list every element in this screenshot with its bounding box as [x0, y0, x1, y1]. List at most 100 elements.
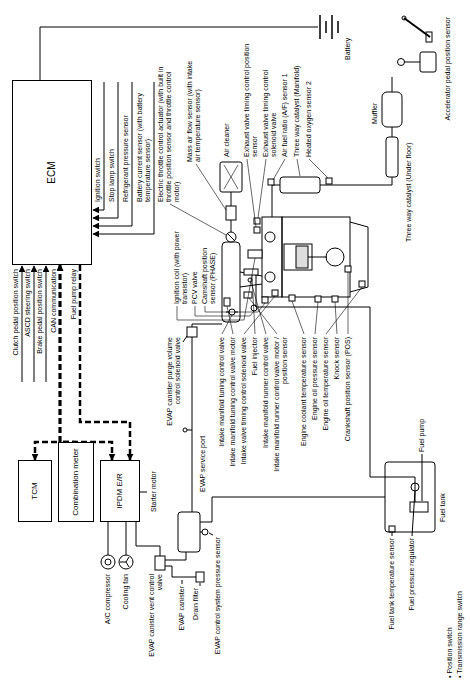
accelerator-pedal-part [402, 16, 406, 20]
part-label: Three way catalyst (Under floor) [405, 112, 413, 242]
leader-lines-part [297, 159, 300, 176]
engine-illustration-part [272, 290, 278, 296]
leader-lines-part [292, 301, 304, 334]
part-label: Brake pedal position switch [36, 269, 44, 382]
engine-illustration-part [332, 296, 338, 302]
fuel-system-part [411, 483, 419, 491]
part-label: EVAP service port [199, 422, 207, 492]
leader-lines-part [222, 315, 232, 334]
input-signal-wires-part [46, 266, 47, 382]
evap-canister-group-part [183, 336, 187, 342]
engine-illustration-part [220, 162, 242, 192]
ipdm-box: IPDM E/R [100, 460, 140, 522]
evap-canister-group-part [200, 497, 385, 522]
engine-illustration-part [320, 177, 392, 185]
engine-illustration-part [265, 272, 275, 282]
leader-lines-part [170, 204, 226, 235]
part-label: ASCD steering switch [24, 269, 32, 382]
evap-canister-group-part [182, 580, 200, 586]
evap-canister-group-part [196, 572, 204, 582]
part-label: Crankshaft position sensor (POS) [344, 337, 352, 487]
part-label: A/C compressor [104, 574, 112, 662]
engine-illustration-part [224, 165, 238, 189]
input-signal-wires-part [93, 82, 132, 226]
part-label: EVAP canister purge volume control solen… [166, 337, 182, 447]
part-label: EVAP control system pressure sensor [214, 537, 222, 672]
leader-lines-part [227, 306, 233, 334]
part-label: Fuel pressure regulator [408, 538, 416, 678]
engine-illustration-part [280, 177, 320, 193]
part-label: EVAP canister vent control valve [148, 574, 164, 672]
part-label: Cooling fan [122, 574, 130, 662]
part-label: • Transmission range switch [456, 538, 464, 678]
leader-lines-part [195, 306, 254, 316]
engine-illustration-part [227, 233, 235, 241]
engine-illustration-part [222, 242, 240, 322]
part-label: Camshaft position sensor (PHASE) [201, 234, 217, 304]
part-label: Drain filter [192, 588, 200, 662]
engine-illustration-part [248, 250, 262, 258]
engine-illustration-part [289, 295, 295, 301]
part-label: Fuel pump [418, 402, 426, 452]
evap-canister-group-part [187, 430, 192, 431]
part-label: Electric throttle control actuator (with… [157, 62, 181, 202]
engine-illustration-part [308, 257, 327, 258]
part-label: • Position switch [446, 538, 454, 678]
shift-lever-part [420, 52, 436, 72]
part-label: PCV valve [191, 244, 199, 304]
part-label: Muffler [371, 84, 379, 124]
leader-lines-part [247, 159, 256, 227]
shift-lever-part [404, 62, 420, 63]
part-label: Refrigerant pressure sensor [122, 82, 130, 202]
ipdm-output-wires-part [108, 522, 109, 555]
ac-compressor-icon-part [105, 559, 111, 565]
engine-illustration-part [392, 77, 393, 92]
battery-symbol-part [320, 15, 338, 39]
leader-lines-part [251, 282, 266, 334]
accelerator-pedal [402, 16, 432, 42]
evap-canister-group-part [187, 327, 197, 337]
part-label: Starter motor [150, 452, 158, 512]
leader-lines-part [335, 302, 337, 334]
evap-canister-group-part [192, 324, 222, 512]
part-label: Fuel pump relay [70, 269, 78, 382]
part-label: Intake valve timing control solenoid val… [240, 337, 248, 487]
input-signal-wires-part [34, 266, 35, 382]
fuel-system-part [392, 454, 422, 536]
signal-connector [60, 265, 112, 460]
part-label: Air cleaner [223, 97, 231, 157]
leader-lines-part [326, 287, 362, 334]
evap-canister-group-part [200, 532, 213, 535]
input-signal-wires-part [93, 82, 154, 234]
engine-illustration-part [265, 232, 275, 242]
engine-illustration-part [262, 217, 282, 297]
leader-lines-part [258, 159, 266, 218]
cooling-fan-icon [119, 555, 133, 569]
part-label: Three way catalyst (Manifold) [293, 42, 301, 157]
shift-lever-part [398, 59, 405, 66]
part-label: Fuel injector [251, 337, 259, 487]
part-label: Battery [344, 16, 352, 60]
accelerator-pedal-part [426, 32, 432, 42]
engine-illustration-part [244, 269, 258, 275]
ipdm-output-wires-part [136, 522, 160, 556]
leader-lines-part [244, 296, 275, 334]
leader-lines-part [315, 302, 318, 334]
part-label: Fuel tank temperature sensor [388, 538, 396, 678]
part-label: Exhaust valve timing control solenoid va… [262, 42, 278, 157]
leader-lines-part [309, 159, 328, 178]
evap-canister-group-part [202, 529, 208, 535]
engine-illustration-part [262, 297, 268, 303]
signal-connector [35, 265, 60, 460]
evap-canister-group [155, 324, 385, 586]
part-label: Fuel tank [439, 462, 447, 522]
part-label: Knock sensor [333, 337, 341, 487]
ipdm-output-wires-part [126, 522, 127, 555]
node-text: IPDM E/R [115, 473, 124, 509]
part-label: Air fuel ratio (A/F) sensor 1 [281, 42, 289, 157]
evap-canister-group-part [183, 428, 187, 432]
engine-illustration-part [315, 296, 321, 302]
engine-illustration-part [272, 185, 280, 217]
engine-illustration-part [392, 127, 393, 137]
part-label: Ignition switch [94, 82, 102, 202]
